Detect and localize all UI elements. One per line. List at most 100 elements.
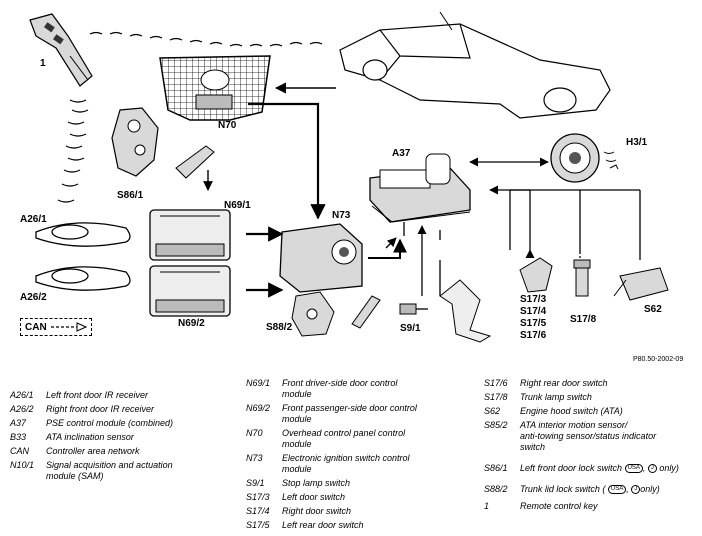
legend-code: S88/2 <box>484 484 508 494</box>
stop-lamp-switch-s9-1 <box>399 303 428 315</box>
door-switch-s17 <box>519 257 553 293</box>
legend-description-line: Left front door lock switch <box>520 463 623 473</box>
legend-description-line: Front driver-side door control <box>282 378 398 388</box>
market-badge: J <box>631 485 641 495</box>
label-a37: A37 <box>392 148 411 159</box>
label-n70: N70 <box>218 120 237 131</box>
label-s9-1: S9/1 <box>400 323 421 334</box>
legend-description-line: Signal acquisition and actuation <box>46 460 173 470</box>
pse-module-a37 <box>369 153 471 223</box>
legend-row: B33 ATA inclination sensor <box>10 432 240 443</box>
door-lock-switch-s86-1 <box>111 107 159 177</box>
label-s88-2: S88/2 <box>266 322 293 333</box>
legend-description: Remote control key <box>520 501 698 512</box>
can-legend-tag: CAN <box>20 318 92 336</box>
legend-code: S17/5 <box>246 520 270 530</box>
legend-description-line: ATA inclination sensor <box>46 432 134 442</box>
legend-description: Right rear door switch <box>520 378 698 389</box>
legend-description: ATA inclination sensor <box>46 432 240 443</box>
legend-description-line: Overhead control panel control <box>282 428 406 438</box>
legend-suffix: only) <box>640 484 660 494</box>
legend-code: S86/1 <box>484 463 508 473</box>
legend-description: Right front door IR receiver <box>46 404 240 415</box>
legend-description-line: Front passenger-side door control <box>282 403 417 413</box>
legend-code: N70 <box>246 428 263 438</box>
label-s17-8: S17/8 <box>570 314 597 325</box>
legend-suffix: only) <box>656 463 679 473</box>
legend-code: A26/2 <box>10 404 34 414</box>
legend-description-line: Trunk lid lock switch ( <box>520 484 606 494</box>
overhead-panel-n70 <box>159 55 271 121</box>
label-n69-2: N69/2 <box>178 318 205 329</box>
legend-description-line: Controller area network <box>46 446 140 456</box>
legend-description-line: Stop lamp switch <box>282 478 351 488</box>
legend-description: Left front door lock switch USA, J only) <box>520 463 679 474</box>
remote-key-drawing <box>29 13 93 87</box>
legend-description-line: Right rear door switch <box>520 378 608 388</box>
ignition-switch-module-n73 <box>279 223 363 293</box>
legend-code: B33 <box>10 432 27 442</box>
key-drawing <box>175 145 215 179</box>
trunk-lock-switch-s88-2 <box>291 291 335 337</box>
legend-description-line: anti-towing sensor/status indicator <box>520 431 657 441</box>
legend-description-line: Trunk lamp switch <box>520 392 592 402</box>
legend-code: N10/1 <box>10 460 35 470</box>
door-handle-a26-2 <box>35 266 131 291</box>
ir-signal-waves <box>57 31 323 203</box>
label-s86-1: S86/1 <box>117 190 144 201</box>
legend-row: 1 Remote control key <box>484 501 698 512</box>
label-n73: N73 <box>332 210 351 221</box>
legend-description: Engine hood switch (ATA) <box>520 406 698 417</box>
legend-description: Right door switch <box>282 506 476 517</box>
legend-row: A26/2 Right front door IR receiver <box>10 404 240 415</box>
label-remote-key: 1 <box>40 58 46 69</box>
legend-description-line: Left front door IR receiver <box>46 390 149 400</box>
legend-description-line: Right front door IR receiver <box>46 404 155 414</box>
legend-code: CAN <box>10 446 30 456</box>
legend-code: S62 <box>484 406 501 416</box>
figure-reference: P80.50-2002-09 <box>633 356 684 363</box>
label-s17-4: S17/4 <box>520 306 547 317</box>
legend-description-line: Engine hood switch (ATA) <box>520 406 623 416</box>
label-a26-1: A26/1 <box>20 214 47 225</box>
market-badge: USA <box>624 464 643 474</box>
label-s62: S62 <box>644 304 662 315</box>
legend-row: CAN Controller area network <box>10 446 240 457</box>
can-label: CAN <box>25 321 47 333</box>
legend-description-line: Electronic ignition switch control <box>282 453 410 463</box>
label-h3-1: H3/1 <box>626 137 648 148</box>
door-control-module-n69-1 <box>149 209 231 261</box>
legend-description: Left door switch <box>282 492 476 503</box>
legend-code: 1 <box>484 501 490 511</box>
legend-description: Left front door IR receiver <box>46 390 240 401</box>
label-n69-1: N69/1 <box>224 200 251 211</box>
market-badge: J <box>647 464 657 474</box>
legend-description-line: ATA interior motion sensor/ <box>520 420 628 430</box>
legend-code: S9/1 <box>246 478 265 488</box>
legend-code: N69/2 <box>246 403 271 413</box>
legend-description-line: module (SAM) <box>46 471 104 481</box>
legend-description-line: PSE control module (combined) <box>46 418 174 428</box>
legend-row: S62 Engine hood switch (ATA) <box>484 406 698 417</box>
legend-row: S86/1 Left front door lock switch USA, J … <box>484 463 698 474</box>
legend-row: S9/1 Stop lamp switch <box>246 478 476 489</box>
key-drawing-2 <box>351 295 381 329</box>
market-badge: USA <box>607 485 627 495</box>
label-s17-group: S17/3 S17/4 S17/5 S17/6 <box>520 294 546 342</box>
